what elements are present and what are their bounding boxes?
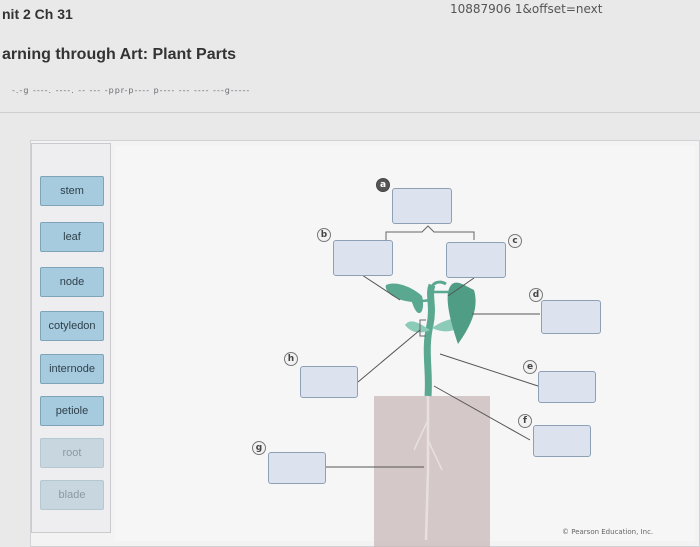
label-chip-node[interactable]: node (40, 267, 104, 297)
soil-block (374, 396, 490, 547)
marker-h: h (284, 352, 298, 366)
header-divider (0, 112, 700, 113)
url-bar-text: 10887906 1&offset=next (450, 2, 603, 16)
drop-target-g[interactable] (268, 452, 326, 484)
label-chip-leaf[interactable]: leaf (40, 222, 104, 252)
drop-target-b[interactable] (333, 240, 393, 276)
marker-f: f (518, 414, 532, 428)
label-chip-root[interactable]: root (40, 438, 104, 468)
stem-shape (423, 283, 436, 397)
drop-target-f[interactable] (533, 425, 591, 457)
marker-a: a (376, 178, 390, 192)
page-title: arning through Art: Plant Parts (2, 46, 237, 63)
leaf-right (447, 282, 476, 344)
pearson-credit: © Pearson Education, Inc. (562, 528, 654, 536)
label-chip-blade[interactable]: blade (40, 480, 104, 510)
marker-g: g (252, 441, 266, 455)
instruction-text: -.-g ----. ----. -- --- -ppr-p---- p----… (12, 86, 251, 95)
marker-e: e (523, 360, 537, 374)
marker-c: c (508, 234, 522, 248)
label-chip-petiole[interactable]: petiole (40, 396, 104, 426)
label-chip-internode[interactable]: internode (40, 354, 104, 384)
drop-target-e[interactable] (538, 371, 596, 403)
marker-d: d (529, 288, 543, 302)
marker-b: b (317, 228, 331, 242)
label-chip-stem[interactable]: stem (40, 176, 104, 206)
drop-target-c[interactable] (446, 242, 506, 278)
drop-target-d[interactable] (541, 300, 601, 334)
leaf-left (385, 283, 424, 314)
drop-target-h[interactable] (300, 366, 358, 398)
unit-title: nit 2 Ch 31 (2, 6, 73, 22)
drop-target-a[interactable] (392, 188, 452, 224)
label-chip-cotyledon[interactable]: cotyledon (40, 311, 104, 341)
cotyledon-left (405, 321, 430, 333)
